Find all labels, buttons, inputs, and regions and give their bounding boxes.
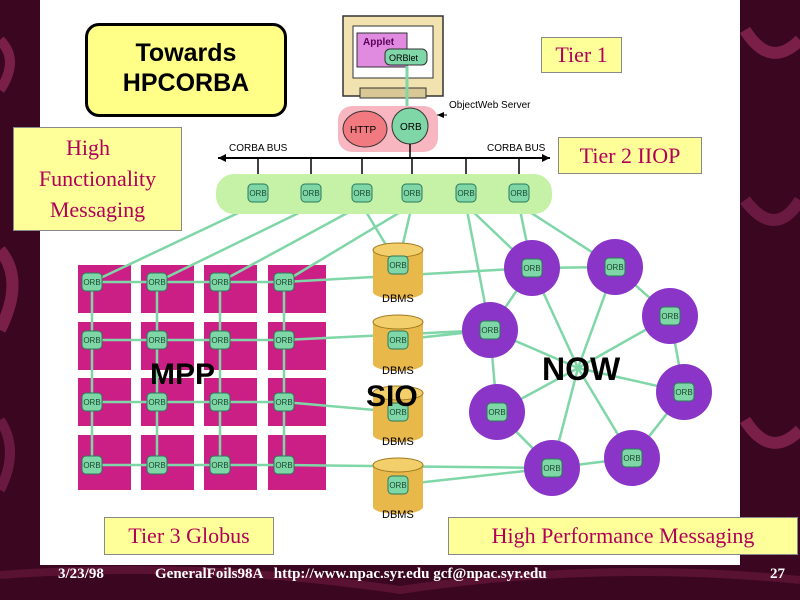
high-functionality-line-3: Messaging [49,197,146,222]
orb-node-label: ORB [275,461,292,470]
orb-node-label: ORB [275,336,292,345]
orb-node-label: ORB [83,398,100,407]
tier3-label: Tier 3 Globus [104,517,274,555]
orb-node-label: ORB [606,263,623,272]
high-functionality-label: High Functionality Messaging [13,127,182,231]
client-computer [342,15,444,118]
high-performance-label: High Performance Messaging [448,517,798,555]
corba-bus-right-label: CORBA BUS [487,143,546,154]
orb-node-label: ORB [83,278,100,287]
server-orb-label: ORB [400,122,422,133]
orb-node-label: ORB [457,189,474,198]
objectweb-server-label: ObjectWeb Server [449,100,531,111]
orb-node-label: ORB [211,336,228,345]
applet-label: Applet [363,37,395,48]
dbms-cylinders [372,242,424,514]
orb-node-label: ORB [148,461,165,470]
footer-date: 3/23/98 [58,566,104,582]
orb-node-label: ORB [148,398,165,407]
orb-node-label: ORB [83,461,100,470]
orb-node-label: ORB [211,278,228,287]
orb-node-label: ORB [275,398,292,407]
orblet-label: ORBlet [389,53,419,63]
now-label: NOW [542,351,621,387]
orb-node-label: ORB [389,261,406,270]
orb-node-label: ORB [389,481,406,490]
orb-node-label: ORB [488,408,505,417]
orb-node-label: ORB [353,189,370,198]
tier2-label: Tier 2 IIOP [558,137,702,174]
orb-node-label: ORB [302,189,319,198]
title-line-1: Towards [135,39,237,67]
orb-node-label: ORB [249,189,266,198]
footer-page-number: 27 [770,566,785,582]
orb-node-label: ORB [148,278,165,287]
orb-node-label: ORB [83,336,100,345]
dbms-label: DBMS [382,293,414,305]
tier1-label: Tier 1 [541,37,622,73]
dbms-label: DBMS [382,436,414,448]
orb-node-label: ORB [275,278,292,287]
orb-node-label: ORB [523,264,540,273]
corba-bus-left-label: CORBA BUS [229,143,288,154]
high-functionality-line-2: Functionality [38,166,157,191]
orb-node-label: ORB [148,336,165,345]
objectweb-server [338,106,447,152]
high-functionality-line-1: High [66,135,110,160]
orb-node-label: ORB [661,312,678,321]
orb-node-label: ORB [389,336,406,345]
http-label: HTTP [350,125,376,136]
orb-node-label: ORB [211,461,228,470]
orb-node-label: ORB [389,408,406,417]
orb-node-label: ORB [623,454,640,463]
dbms-label: DBMS [382,365,414,377]
orb-node-label: ORB [543,464,560,473]
footer-center: GeneralFoils98A http://www.npac.syr.edu … [155,566,547,582]
title-line-2: HPCORBA [122,69,250,97]
orb-node-label: ORB [211,398,228,407]
corba-bus [216,144,552,214]
orb-node-label: ORB [481,326,498,335]
dbms-label: DBMS [382,509,414,521]
mpp-label: MPP [150,358,215,391]
orb-node-label: ORB [510,189,527,198]
orb-node-label: ORB [403,189,420,198]
orb-node-label: ORB [675,388,692,397]
title-box: Towards HPCORBA [85,23,287,117]
sio-label: SIO [366,380,418,413]
